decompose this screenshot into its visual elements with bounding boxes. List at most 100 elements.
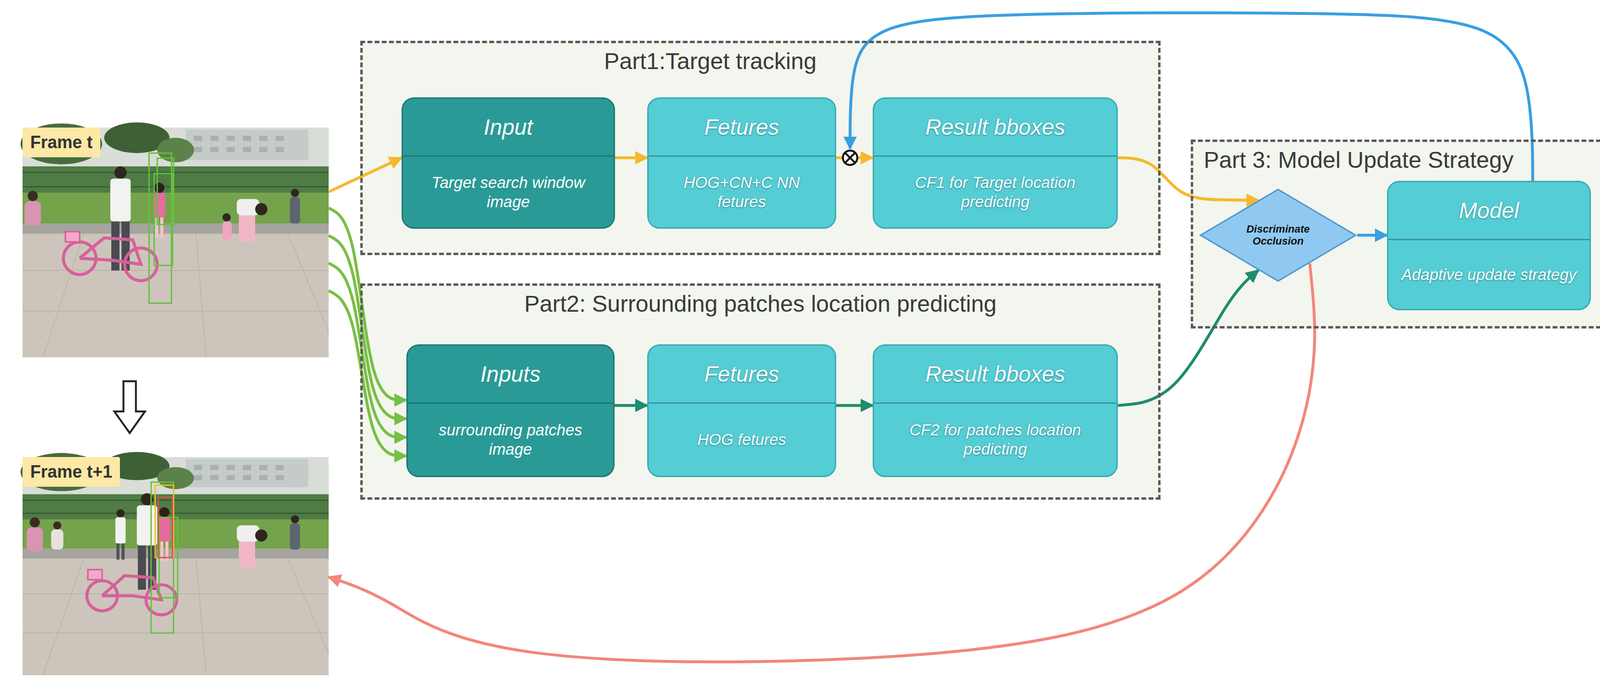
building-windows <box>242 465 251 471</box>
process-box: Result bboxesCF1 for Target location pre… <box>872 97 1118 229</box>
person <box>222 189 301 243</box>
frame-photo <box>22 457 329 500</box>
multiply-symbol <box>842 150 858 166</box>
building-windows <box>275 146 284 153</box>
building-windows <box>242 146 251 153</box>
frame-photo <box>22 519 329 549</box>
building-windows <box>226 465 235 471</box>
tracking-bbox <box>149 153 172 304</box>
flow-arrow <box>836 403 873 407</box>
video-frame: Frame t <box>22 127 329 358</box>
process-box: ModelAdaptive update strategy <box>1386 180 1591 311</box>
group-fill <box>360 40 1161 256</box>
person <box>237 515 301 569</box>
building-windows <box>193 475 202 481</box>
building-windows <box>210 465 219 471</box>
building-windows <box>242 135 251 142</box>
person <box>289 523 300 550</box>
building-windows <box>210 475 219 481</box>
pavement-lines <box>196 558 207 676</box>
frame-sequence-arrow <box>114 381 145 434</box>
building-windows <box>210 146 219 153</box>
process-box: Result bboxesCF2 for patches location pe… <box>872 344 1118 478</box>
group-title: Part2: Surrounding patches location pred… <box>362 290 1159 318</box>
building-windows <box>275 475 284 481</box>
building-windows <box>226 475 235 481</box>
person <box>290 515 299 524</box>
person <box>24 190 41 226</box>
flow-arrow <box>614 405 648 406</box>
part-group: Part1:Target trackingInputTarget search … <box>360 40 1161 256</box>
box-body: surrounding patches image <box>407 402 614 476</box>
person <box>110 178 131 222</box>
person <box>255 203 268 216</box>
building-windows <box>275 465 284 471</box>
bicycle <box>65 231 80 242</box>
bicycle <box>86 569 177 616</box>
person <box>238 213 256 243</box>
person <box>290 189 299 198</box>
pavement-lines <box>287 233 329 332</box>
tracking-bbox <box>151 482 178 634</box>
box-heading: Fetures <box>648 345 835 403</box>
frame-photo <box>22 494 329 520</box>
box-body: HOG fetures <box>648 402 835 476</box>
part-group: Part 3: Model Update StrategyDiscriminat… <box>1190 139 1600 329</box>
flow-arrow <box>1357 234 1387 238</box>
frame-photo <box>20 122 329 358</box>
multiply-symbol <box>845 153 855 163</box>
building-windows <box>275 135 284 142</box>
box-body: Target search window image <box>402 155 614 228</box>
box-body: HOG+CN+C NN fetures <box>648 155 835 228</box>
process-box: Inputssurrounding patches image <box>406 344 615 478</box>
flow-arrow <box>1117 270 1259 406</box>
person <box>29 517 40 528</box>
fence <box>22 172 329 174</box>
building-windows <box>259 135 268 142</box>
video-frame: Frame t+1 <box>22 457 329 676</box>
frame-photo <box>157 467 195 490</box>
person <box>158 507 171 562</box>
flow-arrow <box>328 157 402 192</box>
flow-arrow <box>328 263 1315 663</box>
box-heading: Result bboxes <box>874 98 1117 156</box>
box-body: CF1 for Target location predicting <box>874 155 1117 228</box>
box-heading: Model <box>1388 182 1590 239</box>
person <box>222 221 232 240</box>
frame-photo <box>185 459 309 488</box>
person <box>53 521 62 530</box>
bicycle <box>102 575 162 600</box>
person <box>51 529 64 550</box>
flow-arrow <box>328 290 407 457</box>
building-windows <box>242 475 251 481</box>
frame-photo <box>22 192 329 224</box>
flow-arrow <box>328 157 402 192</box>
flow-arrow <box>615 157 648 159</box>
building-windows <box>193 465 202 471</box>
building-windows <box>259 146 268 153</box>
person <box>238 539 256 569</box>
tracking-bbox <box>157 158 174 225</box>
tracking-bbox <box>154 485 174 558</box>
person <box>289 197 300 224</box>
person <box>26 527 44 552</box>
pavement-lines <box>43 558 84 676</box>
person <box>111 221 120 271</box>
person <box>115 517 126 545</box>
building-windows <box>193 135 202 142</box>
person <box>153 182 166 238</box>
person <box>160 541 164 562</box>
fence <box>22 512 329 514</box>
building-windows <box>259 465 268 471</box>
frame-photo <box>185 129 309 161</box>
process-box: FeturesHOG+CN+C NN fetures <box>647 97 837 229</box>
pavement-lines <box>22 632 329 634</box>
tracking-bbox <box>151 482 174 634</box>
box-body: CF2 for patches location pedicting <box>874 402 1117 476</box>
flow-arrow <box>1357 235 1387 236</box>
bicycle <box>79 237 142 265</box>
person <box>255 529 268 542</box>
person <box>160 217 164 238</box>
building-windows <box>226 135 235 142</box>
